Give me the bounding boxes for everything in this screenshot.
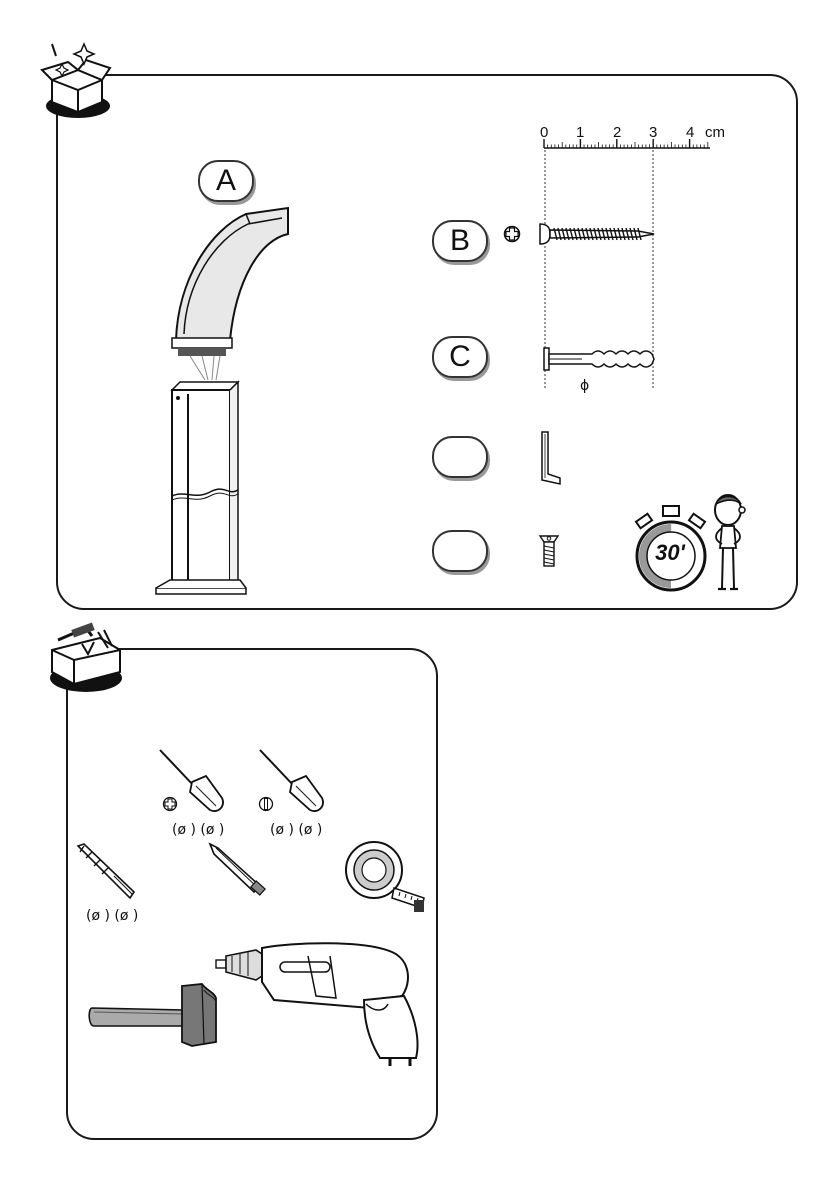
ruler-tick-0: 0 [540,124,548,141]
phillips-head-icon [162,796,178,812]
part-b-label: B [432,220,488,262]
ruler-unit: cm [705,124,725,141]
ruler-tick-1: 1 [576,124,584,141]
flathead-screwdriver-sizes: (ø ) (ø ) [270,822,322,838]
stopwatch-time-label: 30' [648,540,692,566]
person-icon [706,492,752,592]
screw-illustration [538,222,658,246]
bollard-lamp-illustration [150,200,300,600]
flathead-icon [258,796,274,812]
part-a-label: A [198,160,254,202]
phillips-screwdriver-sizes: (ø ) (ø ) [172,822,224,838]
phillips-head-icon [503,225,521,243]
tape-measure-icon [342,836,428,916]
part-d-label [432,436,488,478]
hammer-icon [88,980,224,1050]
toolbox-icon [42,620,128,696]
plug-diameter-symbol: ϕ [580,378,589,394]
allen-key-icon [538,430,568,486]
bolt-icon [538,532,560,568]
drill-bit-sizes: (ø ) (ø ) [86,908,138,924]
drill-bit-icon [74,842,140,900]
part-e-label [432,530,488,572]
ruler-tick-3: 3 [649,124,657,141]
pencil-icon [206,842,268,898]
wall-plug-illustration [542,346,658,372]
part-c-label: C [432,336,488,378]
ruler-tick-4: 4 [686,124,694,141]
open-box-icon [38,40,114,122]
ruler-tick-2: 2 [613,124,621,141]
power-drill-icon [214,942,424,1066]
